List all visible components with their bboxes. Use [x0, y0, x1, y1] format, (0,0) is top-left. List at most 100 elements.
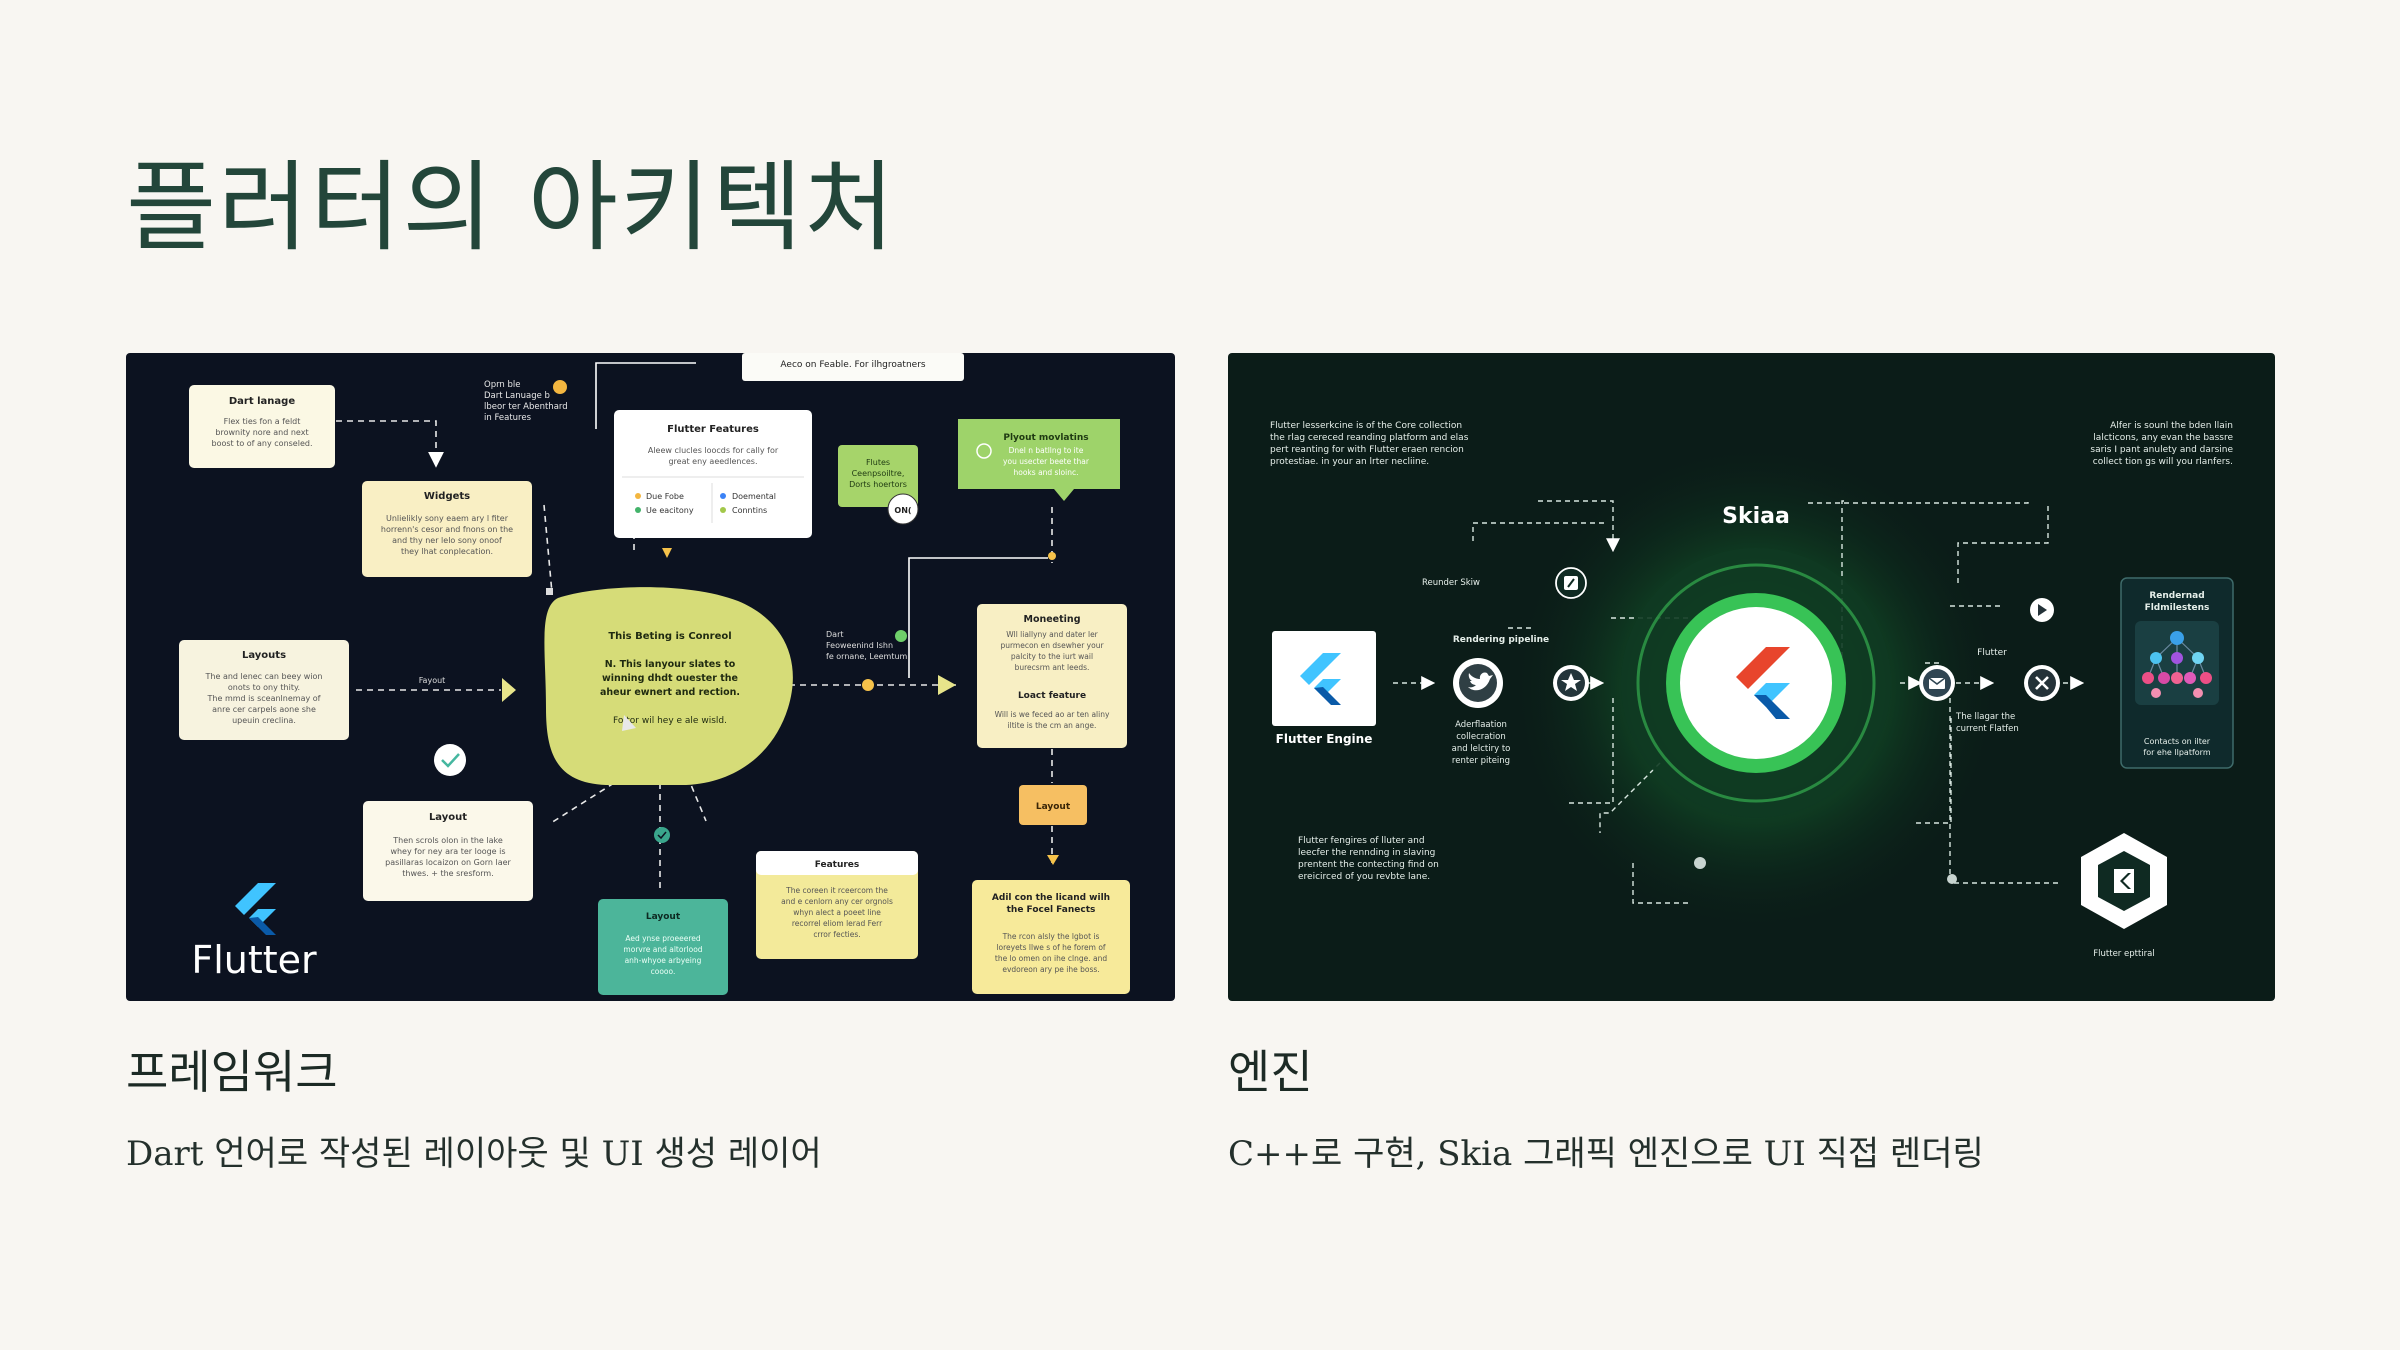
widgets-line: they lhat conplecation. — [401, 547, 493, 556]
feature-option: Doemental — [732, 492, 776, 501]
feature-option: Ue eacitony — [646, 506, 694, 515]
features-line: and e cenlorn any cer orgnols — [781, 897, 893, 906]
flutter-optional-label: Flutter epttiral — [2093, 949, 2154, 959]
dart-language-line: boost to of any conseled. — [211, 439, 312, 448]
widgets-line: Unlielikly sony eaem ary l fiter — [386, 514, 509, 523]
top-right-note-line: collect tion gs will you rlanfers. — [2093, 457, 2233, 467]
flutter-features-title: Flutter Features — [667, 424, 759, 435]
moneeting-line: purmecon en dsewher your — [1000, 641, 1104, 650]
widgets-card — [362, 481, 532, 577]
framework-diagram: Dart lanage Flex ties fon a feldt browni… — [126, 353, 1175, 1001]
center-core-line: aheur ewnert and rection. — [600, 687, 740, 698]
top-label-card — [742, 353, 964, 381]
adv-line: collecration — [1456, 732, 1506, 742]
engine-diagram: Flutter lesserkcine is of the Core colle… — [1228, 353, 2275, 1001]
contacts-line: Contacts on ilter — [2144, 737, 2211, 746]
widgets-line: and thy ner lelo sony onoof — [392, 536, 502, 545]
moneeting-title: Moneeting — [1024, 614, 1081, 625]
features-line: whyn alect a poeet line — [793, 908, 881, 917]
fayout-label: Fayout — [419, 676, 446, 685]
dart-fw-line: fe ornane, Leemtum — [826, 652, 908, 661]
top-left-note-line: protestiae. in your an lrter necliine. — [1270, 457, 1429, 467]
addcon-line: evdoreon ary pe ihe boss. — [1002, 965, 1099, 974]
dart-fw-line: Dart — [826, 630, 844, 639]
on-badge-label: ON( — [894, 506, 911, 515]
flutter-features-line: great eny aeedlences. — [668, 457, 757, 466]
feature-option: Due Fobe — [646, 492, 684, 501]
top-label-text: Aeco on Feable. For ilhgroatners — [780, 360, 925, 370]
layout-teal-card — [598, 899, 728, 995]
loact-line: Will is we feced ao ar ten aliny — [995, 710, 1110, 719]
framework-heading: 프레임워크 — [126, 1045, 338, 1099]
layout-mod-line: you usecter beete thar — [1003, 457, 1090, 466]
moneeting-line: Wll liallyny and dater ler — [1006, 630, 1098, 639]
warning-dot-icon — [553, 380, 567, 394]
layout-teal-title: Layout — [646, 912, 681, 922]
top-left-note-line: the rlag cereced reanding platform and e… — [1270, 433, 1469, 443]
features-title: Features — [815, 860, 860, 870]
reunder-label: Reunder Skiw — [1422, 578, 1480, 588]
bottom-note-line: Flutter fengires of lluter and — [1298, 836, 1425, 846]
contacts-line: for ehe llpatform — [2143, 748, 2210, 757]
alert-icon — [976, 443, 992, 459]
top-right-note-line: lalcticons, any evan the bassre — [2093, 433, 2233, 443]
top-right-note-line: Alfer is sounl the bden llain — [2110, 421, 2233, 431]
pipeline-label: Rendering pipeline — [1453, 635, 1549, 645]
on-badge — [887, 493, 919, 525]
flutter-features-line: Aleew clucles loocds for cally for — [648, 446, 779, 455]
framework-description: Dart 언어로 작성된 레이아웃 및 UI 생성 레이어 — [126, 1134, 822, 1174]
addcon-line: loreyets llwe s of he forem of — [996, 943, 1105, 952]
features-line: crror fecties. — [813, 930, 860, 939]
features-line: recorrel eliom lerad Ferr — [792, 919, 883, 928]
bottom-note-line: prentent the contecting find on — [1298, 860, 1439, 870]
moneeting-line: palcity to the iurt wail — [1011, 652, 1093, 661]
center-core-title: This Beting is Conreol — [608, 631, 731, 642]
open-note-line: Dart Lanuage b — [484, 391, 550, 401]
top-left-note-line: pert reanting for with Flutter eraen ren… — [1270, 445, 1464, 455]
features-line: The coreen it rceercom the — [785, 886, 888, 895]
features-card — [756, 851, 918, 959]
layouts-title: Layouts — [242, 650, 286, 661]
center-core-line: Fo tor wil hey e ale wisld. — [613, 716, 727, 726]
addcon-line: The rcon alsly the lgbot is — [1002, 932, 1100, 941]
loact-line: iltite is the cm an ange. — [1008, 721, 1097, 730]
layout-mod-line: hooks and sloinc. — [1014, 468, 1079, 477]
addcon-line: the lo omen on ihe clnge. and — [995, 954, 1107, 963]
top-left-note-line: Flutter lesserkcine is of the Core colle… — [1270, 421, 1462, 431]
layout-box-line: thwes. + the sresform. — [402, 869, 493, 878]
dart-language-line: Flex ties fon a feldt — [224, 417, 301, 426]
layouts-line: anre cer carpels aone she — [212, 705, 316, 714]
flutter-logo-icon — [1300, 653, 1341, 705]
flex-note-line: Ceenpsoiltre, — [852, 469, 905, 478]
layouts-line: The mmd is sceanlnemay of — [207, 694, 321, 703]
top-right-note-line: saris I pant anulety and darsine — [2090, 445, 2233, 455]
engine-heading: 엔진 — [1228, 1045, 1313, 1099]
flutter-engine-label: Flutter Engine — [1276, 732, 1373, 746]
layouts-line: upeuin creclina. — [232, 716, 296, 725]
engine-description: C++로 구현, Skia 그래픽 엔진으로 UI 직접 렌더링 — [1228, 1134, 1984, 1174]
open-note-line: Oprn ble — [484, 380, 521, 390]
widgets-title: Widgets — [424, 491, 470, 502]
layout-teal-line: coooo. — [651, 967, 676, 976]
layout-box-line: whey for ney ara ter looge is — [390, 847, 505, 856]
layout-box-line: Then scrols olon in the lake — [392, 836, 503, 845]
flex-note-line: Dorts hoertors — [849, 480, 907, 489]
flutter-engine-logo-icon — [1736, 647, 1790, 719]
skia-core — [1680, 607, 1832, 759]
flutter-logo-text: Flutter — [191, 938, 317, 982]
rendered-title: Fldmilestens — [2145, 603, 2210, 613]
flutter-logo-icon — [235, 883, 276, 935]
center-core-line: N. This lanyour slates to — [605, 659, 736, 670]
layout-box-card — [363, 801, 533, 901]
bottom-note-line: ereicirced of you revbte lane. — [1298, 872, 1430, 882]
check-icon — [434, 744, 466, 776]
layout-teal-line: Aed ynse proeeered — [625, 934, 700, 943]
flutter-features-card — [614, 410, 812, 538]
center-core-node — [544, 587, 793, 785]
rendered-title: Rendernad — [2149, 591, 2204, 601]
open-note-line: lbeor ter Abenthard — [484, 402, 568, 412]
adv-line: renter piteing — [1452, 756, 1510, 766]
page-title: 플러터의 아키텍처 — [126, 151, 897, 265]
addcon-title: Adil con the licand wilh — [992, 893, 1110, 903]
center-core-line: winning dhdt ouester the — [602, 673, 738, 684]
